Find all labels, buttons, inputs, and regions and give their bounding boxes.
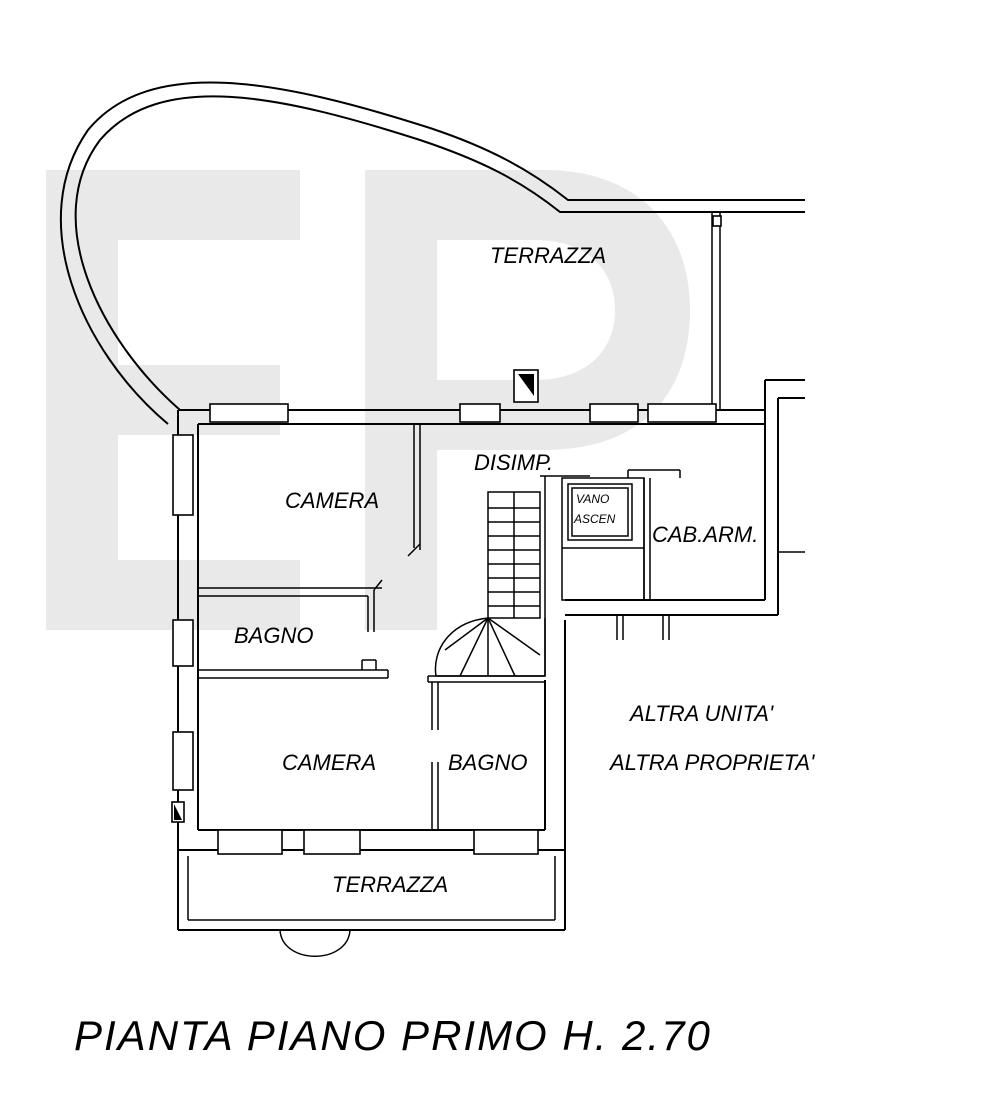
label-cab-arm: CAB.ARM. <box>652 522 758 547</box>
label-vano-line1: VANO <box>576 492 609 506</box>
label-disimp: DISIMP. <box>474 450 553 475</box>
label-vano-line2: ASCEN <box>573 512 616 526</box>
label-bagno-lower: BAGNO <box>448 750 527 775</box>
label-terrazza-top: TERRAZZA <box>490 243 606 268</box>
staircase <box>434 491 546 677</box>
label-terrazza-bottom: TERRAZZA <box>332 872 448 897</box>
plan-title: PIANTA PIANO PRIMO H. 2.70 <box>74 1012 712 1059</box>
label-altra-proprieta: ALTRA PROPRIETA' <box>608 750 815 775</box>
label-altra-unita: ALTRA UNITA' <box>628 701 774 726</box>
terrace-top-outline <box>59 81 805 425</box>
terrace-bottom-outline <box>177 850 566 957</box>
label-camera-lower: CAMERA <box>282 750 376 775</box>
label-camera-upper: CAMERA <box>285 488 379 513</box>
label-bagno-upper: BAGNO <box>234 623 313 648</box>
windows <box>171 369 717 855</box>
